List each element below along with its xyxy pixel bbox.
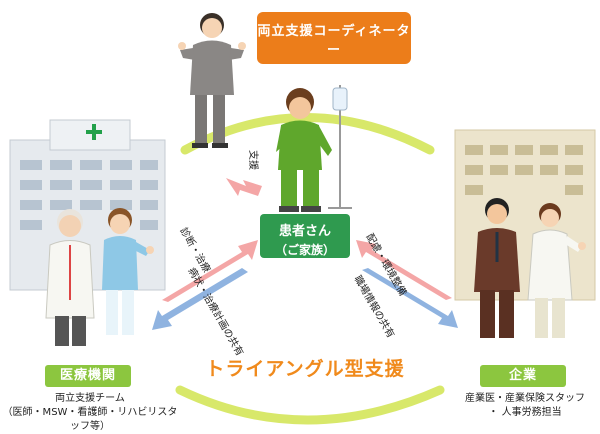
coordinator-box: 両立支援コーディネーター （両立支援チームの一員として） bbox=[257, 12, 411, 77]
medical-caption: 両立支援チーム （医師・MSW・看護師・リハビリスタッフ等） bbox=[0, 392, 180, 434]
coordinator-person-icon bbox=[178, 13, 246, 148]
patient-label: 患者さん bbox=[278, 224, 331, 239]
arrow-consideration bbox=[356, 240, 452, 300]
doctor-person-icon bbox=[45, 209, 95, 346]
triangle-support-title: トライアングル型支援 bbox=[205, 358, 405, 380]
medical-caption-line2: （医師・MSW・看護師・リハビリスタッフ等） bbox=[2, 407, 178, 432]
manager-person-icon bbox=[474, 198, 520, 338]
company-label: 企業 bbox=[508, 368, 537, 383]
arrow-support bbox=[226, 178, 262, 196]
medical-caption-line1: 両立支援チーム bbox=[55, 393, 125, 404]
patient-box: 患者さん （ご家族） bbox=[260, 214, 350, 258]
arrow-diagnosis bbox=[162, 240, 258, 302]
coordinator-title: 両立支援コーディネーター bbox=[257, 24, 411, 58]
company-caption: 産業医・産業保険スタッフ ・ 人事労務担当 bbox=[455, 392, 595, 420]
coordinator-subtitle: （両立支援チームの一員として） bbox=[259, 66, 409, 77]
patient-person-icon bbox=[276, 85, 352, 212]
company-box: 企業 bbox=[480, 365, 566, 387]
label-share-medical: 病状・治療計画の共有 bbox=[185, 265, 246, 358]
arrow-share-medical bbox=[152, 268, 248, 330]
bottom-arc bbox=[175, 385, 445, 425]
medical-institution-box: 医療機関 bbox=[45, 365, 131, 387]
arrow-share-work bbox=[362, 268, 458, 328]
patient-sublabel: （ご家族） bbox=[274, 243, 335, 257]
industrial-doctor-person-icon bbox=[527, 203, 586, 338]
hospital-building-icon bbox=[9, 119, 166, 291]
medical-institution-label: 医療機関 bbox=[59, 368, 116, 383]
nurse-person-icon bbox=[102, 208, 154, 335]
company-caption-line1: 産業医・産業保険スタッフ bbox=[465, 393, 585, 404]
company-caption-line2: ・ 人事労務担当 bbox=[488, 407, 562, 418]
label-support: 支援 bbox=[247, 150, 260, 170]
label-consideration: 配慮・環境整備 bbox=[363, 231, 409, 298]
